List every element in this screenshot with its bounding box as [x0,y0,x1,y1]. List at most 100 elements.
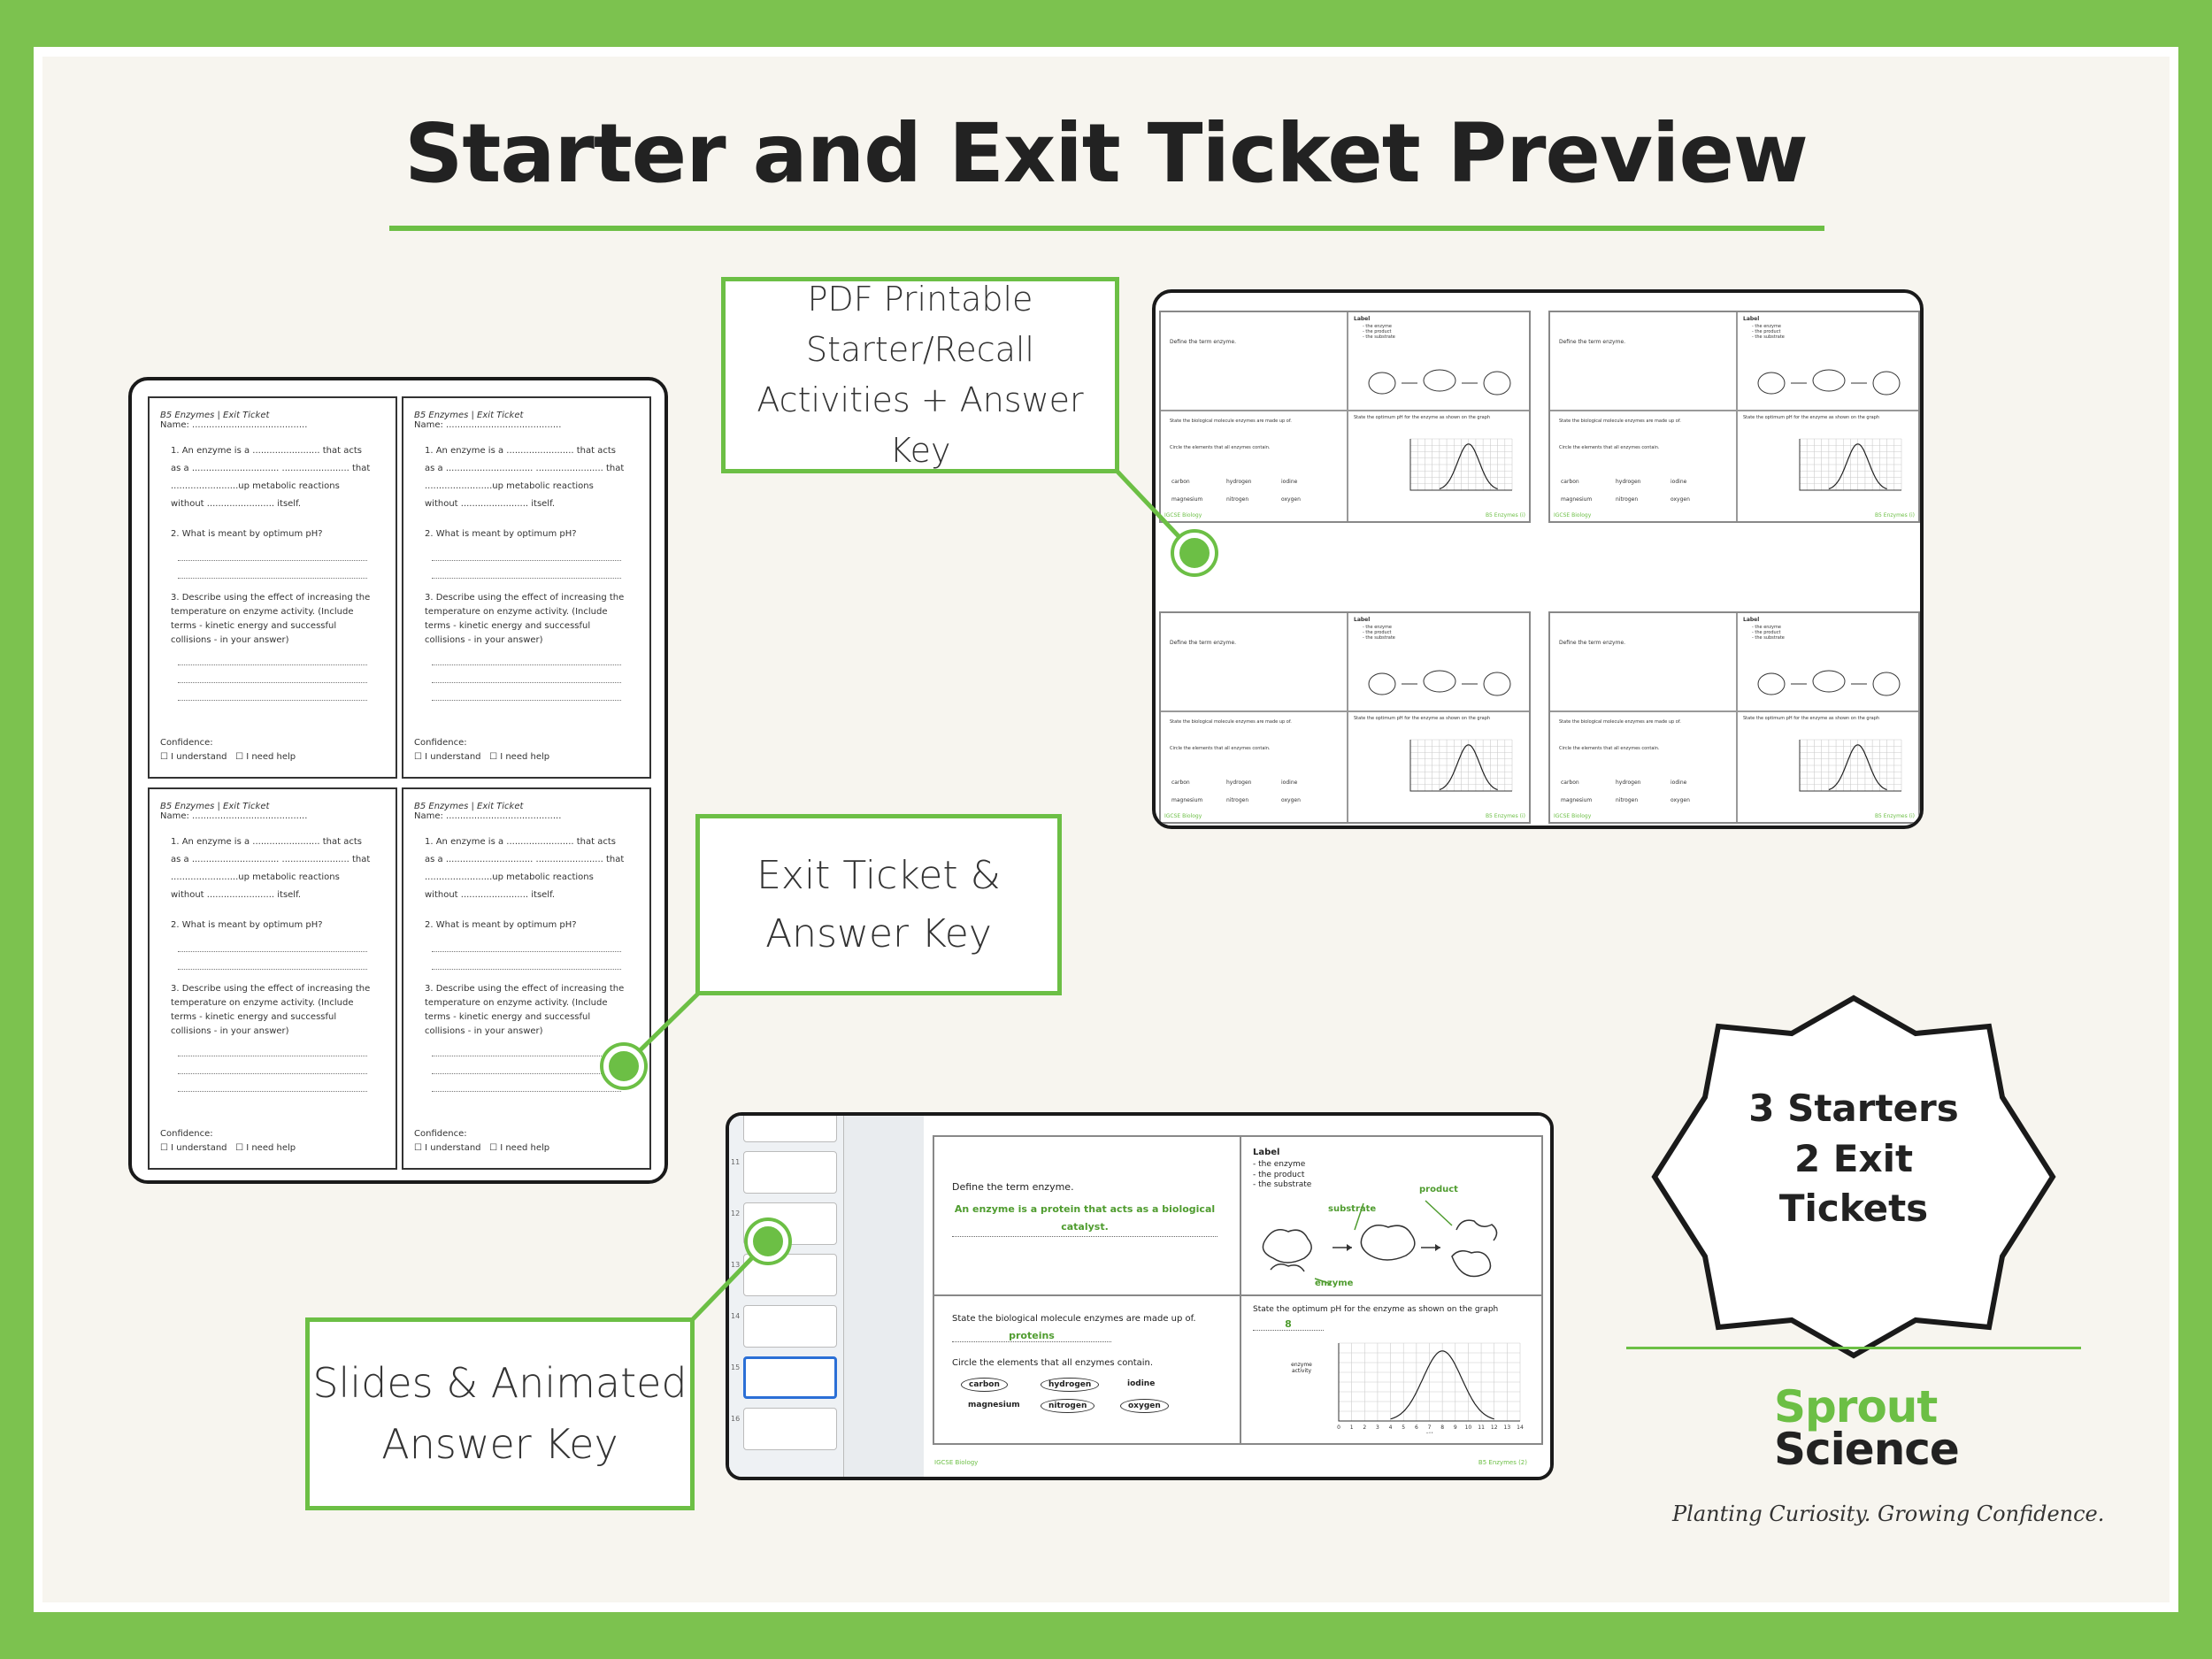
label-item: - the enzyme [1363,324,1392,329]
label-item: - the substrate [1363,635,1395,641]
answer-line [432,952,621,970]
optimum-prompt: State the optimum pH for the enzyme as s… [1354,716,1491,721]
ticket-q2: 2. What is meant by optimum pH? [425,529,577,539]
label-items: - the enzyme- the product- the substrate [1363,324,1395,340]
slide-footer-right: B5 Enzymes (i) [1874,512,1915,518]
need-help-checkbox: ☐ I need help [235,752,296,762]
element-option: hydrogen [1226,780,1252,786]
answer-line [178,665,367,683]
element-option: oxygen [1671,496,1690,503]
answer-line [178,952,367,970]
x-tick-label: 0 [1337,1425,1340,1431]
slide-thumbnail[interactable] [743,1408,837,1450]
slide-footer-right: B5 Enzymes (i) [1485,512,1525,518]
slide-v-divider [1736,312,1738,521]
activity-curve [1439,443,1498,490]
element-option: iodine [1281,479,1298,485]
exit-callout-dot [603,1046,644,1087]
define-prompt: Define the term enzyme. [1559,339,1626,345]
slide-h-divider [1550,710,1918,712]
thumbnail-number: 12 [731,1210,741,1217]
slide-canvas: Define the term enzyme. An enzyme is a p… [924,1116,1550,1477]
circle-prompt: Circle the elements that all enzymes con… [1559,746,1660,751]
activity-curve [1390,1350,1494,1420]
sprout-science-logo: Sprout Science [1774,1385,1960,1471]
pdf-callout-line: Activities + Answer Key [757,380,1084,470]
molecule-prompt: State the biological molecule enzymes ar… [1170,419,1292,424]
label-item: - the enzyme [1752,625,1781,630]
ticket-name: Name: ..................................… [160,811,308,821]
molecule-prompt: State the biological molecule enzymes ar… [952,1314,1196,1324]
answer-line [432,648,621,665]
slide-h-divider [1161,410,1529,411]
ticket-header: B5 Enzymes | Exit Ticket [414,411,524,420]
need-help-checkbox: ☐ I need help [489,1143,550,1153]
element-option: hydrogen [1041,1378,1100,1392]
element-option: iodine [1127,1379,1156,1388]
slide-v-divider [1736,613,1738,822]
define-answer: An enzyme is a protein that acts as a bi… [952,1201,1217,1237]
confidence-label: Confidence: [414,738,467,748]
answer-line [178,543,367,561]
x-tick-label: 13 [1504,1425,1511,1431]
element-option: magnesium [968,1401,1020,1409]
element-option: iodine [1671,479,1687,485]
slide-thumbnail[interactable] [743,1305,837,1348]
define-prompt: Define the term enzyme. [1559,640,1626,646]
understand-checkbox: ☐ I understand [414,752,481,762]
count-badge [1651,995,2056,1359]
element-option: iodine [1281,780,1298,786]
ph-graph [1409,739,1513,792]
define-prompt: Define the term enzyme. [1170,339,1237,345]
protein-answer: proteins [952,1330,1111,1342]
slide-footer-right: B5 Enzymes (2) [1478,1459,1527,1466]
optimum-prompt: State the optimum pH for the enzyme as s… [1743,415,1880,420]
ticket-q1: 1. An enzyme is a ......................… [425,837,625,900]
slides-callout-dot [748,1221,788,1262]
thumbnail-number: 16 [731,1415,741,1423]
pdf-starter-preview: Define the term enzyme. Label - the enzyme… [1152,289,1924,829]
element-option: oxygen [1671,797,1690,803]
x-tick-label: 1 [1350,1425,1354,1431]
element-option: hydrogen [1616,780,1641,786]
element-option: carbon [961,1378,1008,1392]
x-tick-label: 9 [1454,1425,1457,1431]
slide-v-divider [1240,1137,1241,1443]
starter-slide: Define the term enzyme.Label- the enzyme… [1548,611,1920,824]
pdf-callout-line: PDF Printable [807,280,1033,319]
slide-footer-left: IGCSE Biology [1554,813,1592,819]
slide-thumbnail[interactable] [743,1356,837,1399]
label-item: - the product [1363,630,1392,635]
element-option: hydrogen [1616,479,1641,485]
slide-h-divider [1550,410,1918,411]
answer-line [178,648,367,665]
exit-callout: Exit Ticket & Answer Key [695,814,1062,995]
enzyme-diagram [1368,670,1511,696]
ph-graph [1799,438,1902,491]
slides-callout: Slides & Animated Answer Key [305,1317,695,1510]
slide-frame: Define the term enzyme. An enzyme is a p… [933,1135,1543,1445]
label-item: - the product [1752,630,1781,635]
label-item: - the substrate [1752,635,1785,641]
understand-checkbox: ☐ I understand [414,1143,481,1153]
answer-line [178,1074,367,1092]
ph-graph [1409,438,1513,491]
ticket-confidence: Confidence:☐ I understand ☐ I need help [160,1127,296,1156]
slide-thumbnail[interactable] [743,1254,837,1296]
define-prompt: Define the term enzyme. [952,1181,1074,1193]
element-option: carbon [1561,780,1579,786]
slide-thumbnail[interactable] [743,1116,837,1142]
label-heading: Label [1743,316,1760,322]
ph-graph [1799,739,1902,792]
slide-thumbnail[interactable] [743,1151,837,1194]
ticket-q1: 1. An enzyme is a ......................… [425,446,625,509]
answer-line [432,683,621,701]
page-title: Starter and Exit Ticket Preview [404,106,1809,201]
confidence-label: Confidence: [414,1129,467,1139]
x-tick-label: 6 [1415,1425,1418,1431]
label-items: - the enzyme- the product- the substrate [1752,625,1785,641]
confidence-label: Confidence: [160,1129,213,1139]
slides-callout-line: Answer Key [381,1420,618,1468]
ticket-name: Name: ..................................… [160,420,308,430]
